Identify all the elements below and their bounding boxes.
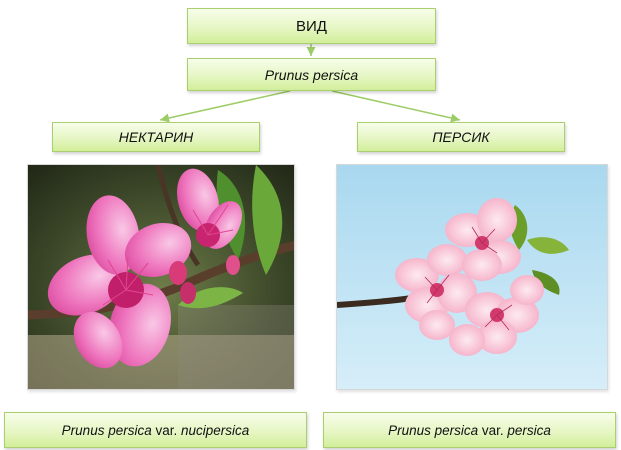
arrow-species-to-nectarine (159, 90, 291, 123)
peach-caption-species: Prunus persica (388, 422, 479, 438)
nectarine-caption-variety: nucipersica (181, 422, 250, 438)
root-node-label: ВИД (296, 17, 327, 35)
peach-blossom-image (336, 164, 608, 390)
peach-caption-variety: persica (507, 422, 551, 438)
nectarine-caption-box: Prunus persica var. nucipersica (4, 412, 307, 448)
species-node-box: Prunus persica (187, 58, 436, 91)
nectarine-caption-var: var. (155, 422, 178, 438)
root-node-box: ВИД (187, 8, 436, 44)
peach-caption-var: var. (481, 422, 504, 438)
species-node-label: Prunus persica (264, 66, 359, 83)
peach-node-box: ПЕРСИК (357, 122, 565, 152)
arrow-species-to-peach (331, 90, 461, 123)
peach-node-label: ПЕРСИК (432, 129, 490, 145)
nectarine-node-label: НЕКТАРИН (118, 129, 194, 145)
peach-caption-box: Prunus persica var. persica (323, 412, 616, 448)
nectarine-caption-species: Prunus persica (61, 422, 152, 438)
nectarine-blossom-image (27, 164, 295, 390)
nectarine-node-box: НЕКТАРИН (52, 122, 260, 152)
